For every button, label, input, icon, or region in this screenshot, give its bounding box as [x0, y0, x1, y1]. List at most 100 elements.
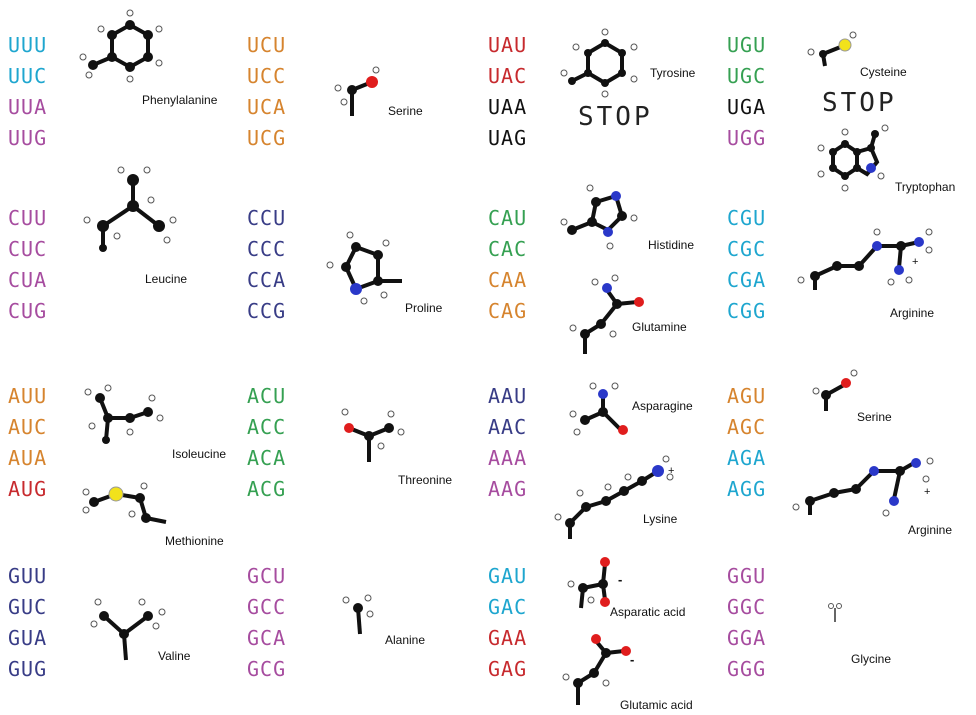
codon-ucg: UCG — [247, 126, 287, 150]
codon-group-ucx: UCU UCC UCA UCG — [247, 30, 307, 154]
codon-uau: UAU — [488, 33, 528, 57]
molecule-glycine — [828, 603, 842, 622]
label-cysteine: Cysteine — [860, 65, 907, 79]
codon-agu: AGU — [727, 384, 767, 408]
molecule-valine — [90, 598, 166, 661]
molecule-tryptophan — [817, 124, 889, 192]
label-histidine: Histidine — [648, 238, 695, 252]
molecule-alanine — [342, 594, 374, 635]
codon-ccc: CCC — [247, 237, 287, 261]
codon-guu: GUU — [8, 564, 48, 588]
charge-plus-arginine-cgx: + — [912, 256, 919, 268]
codon-gac: GAC — [488, 595, 528, 619]
label-glutamine: Glutamine — [632, 320, 687, 334]
molecule-threonine — [341, 408, 405, 462]
codon-aag: AAG — [488, 477, 528, 501]
codon-acg: ACG — [247, 477, 287, 501]
label-tyrosine: Tyrosine — [650, 66, 696, 80]
codon-cag: CAG — [488, 299, 528, 323]
codon-group-gux: GUU GUC GUA GUG — [8, 561, 68, 685]
codon-uua: UUA — [8, 95, 48, 119]
codon-ggu: GGU — [727, 564, 767, 588]
codon-acu: ACU — [247, 384, 287, 408]
molecule-asparatic-acid — [567, 557, 610, 609]
codon-ugc: UGC — [727, 64, 767, 88]
codon-cgg: CGG — [727, 299, 767, 323]
codon-auc: AUC — [8, 415, 48, 439]
molecule-cysteine — [807, 31, 857, 67]
codon-aug: AUG — [8, 477, 48, 501]
codon-cua: CUA — [8, 268, 48, 292]
label-methionine: Methionine — [165, 534, 224, 548]
codon-cgc: CGC — [727, 237, 767, 261]
codon-uga: UGA — [727, 95, 767, 119]
codon-aca: ACA — [247, 446, 287, 470]
molecule-leucine — [83, 166, 177, 252]
molecule-proline — [326, 231, 402, 305]
codon-uag: UAG — [488, 126, 528, 150]
label-serine-ucx: Serine — [388, 104, 423, 118]
codon-acc: ACC — [247, 415, 287, 439]
codon-aac: AAC — [488, 415, 528, 439]
charge-plus-arginine-agx: + — [924, 486, 931, 498]
label-alanine: Alanine — [385, 633, 426, 647]
codon-guc: GUC — [8, 595, 48, 619]
molecule-arginine-cgx — [797, 228, 933, 290]
charge-minus-asparatic: - — [618, 572, 623, 587]
codon-aaa: AAA — [488, 446, 528, 470]
codon-gcg: GCG — [247, 657, 287, 681]
label-arginine-agx: Arginine — [908, 523, 953, 537]
codon-auu: AUU — [8, 384, 48, 408]
codon-gcu: GCU — [247, 564, 287, 588]
codon-aau: AAU — [488, 384, 528, 408]
molecule-serine-agx — [812, 369, 858, 411]
codon-ggc: GGC — [727, 595, 767, 619]
codon-ggg: GGG — [727, 657, 767, 681]
molecule-glutamine — [569, 274, 644, 354]
molecule-isoleucine — [84, 384, 164, 444]
codon-gga: GGA — [727, 626, 767, 650]
molecule-phenylalanine — [79, 9, 163, 83]
codon-gua: GUA — [8, 626, 48, 650]
codon-ccu: CCU — [247, 206, 287, 230]
label-leucine: Leucine — [145, 272, 188, 286]
codon-gag: GAG — [488, 657, 528, 681]
codon-gug: GUG — [8, 657, 48, 681]
molecule-glutamic-acid — [562, 634, 631, 705]
codon-group-ggx: GGU GGC GGA GGG — [727, 561, 787, 685]
codon-cgu: CGU — [727, 206, 767, 230]
codon-gaa: GAA — [488, 626, 528, 650]
codon-group-aax: AAU AAC AAA AAG — [488, 381, 548, 505]
charge-plus-lysine: + — [668, 465, 675, 477]
codon-ugg: UGG — [727, 126, 767, 150]
codon-cuc: CUC — [8, 237, 48, 261]
codon-aga: AGA — [727, 446, 767, 470]
codon-ugu: UGU — [727, 33, 767, 57]
codon-agg: AGG — [727, 477, 767, 501]
phenyl-ring — [110, 22, 150, 70]
codon-group-ugx: UGU UGC UGA UGG — [727, 30, 787, 154]
charge-minus-glutamic: - — [630, 652, 635, 667]
codon-ucu: UCU — [247, 33, 287, 57]
codon-ccg: CCG — [247, 299, 287, 323]
codon-ucc: UCC — [247, 64, 287, 88]
codon-cau: CAU — [488, 206, 528, 230]
codon-uug: UUG — [8, 126, 48, 150]
codon-cga: CGA — [727, 268, 767, 292]
molecule-serine-ucx — [334, 66, 380, 116]
label-threonine: Threonine — [398, 473, 453, 487]
stop-label-uaa-uag: STOP — [578, 102, 653, 132]
codon-uuc: UUC — [8, 64, 48, 88]
codon-uaa: UAA — [488, 95, 528, 119]
codon-uca: UCA — [247, 95, 287, 119]
codon-cuu: CUU — [8, 206, 48, 230]
codon-caa: CAA — [488, 268, 528, 292]
